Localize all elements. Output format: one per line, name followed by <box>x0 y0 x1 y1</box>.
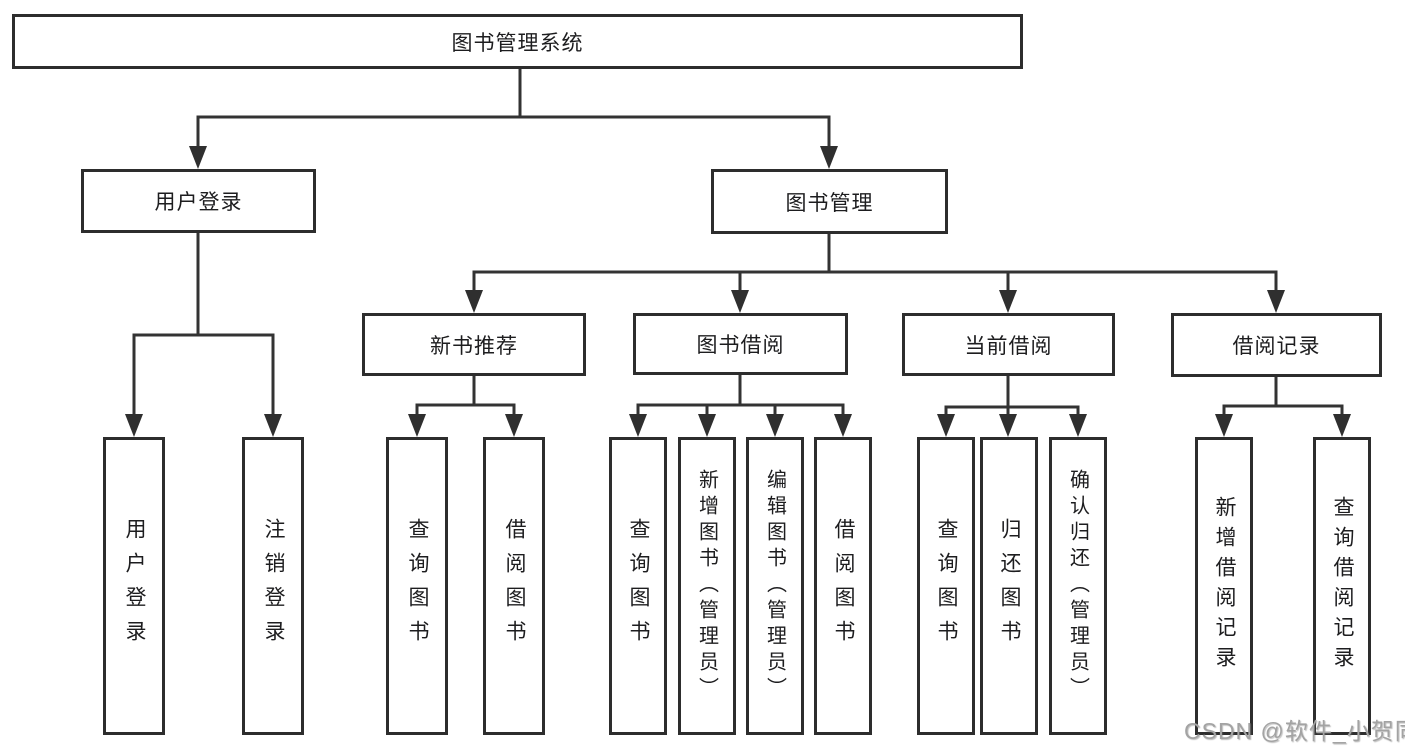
leaf-borrow-book: 借阅图书 <box>814 437 872 735</box>
node-current-borrowing: 当前借阅 <box>902 313 1115 376</box>
node-label: 图书借阅 <box>696 334 785 357</box>
node-new-book-recommend: 新书推荐 <box>362 313 586 376</box>
node-label: 借阅记录 <box>1232 335 1321 358</box>
arrowhead-icons <box>125 146 1351 437</box>
leaf-return-book: 归还图书 <box>980 437 1038 735</box>
node-label: 查询借阅记录 <box>1331 496 1354 676</box>
node-label: 新书推荐 <box>430 334 518 358</box>
node-label: 编辑图书（管理员） <box>763 469 786 703</box>
leaf-query-borrow-record: 查询借阅记录 <box>1313 437 1371 735</box>
leaf-borrow-book-recommend: 借阅图书 <box>483 437 545 735</box>
node-label: 用户登录 <box>154 191 243 214</box>
leaf-add-borrow-record: 新增借阅记录 <box>1195 437 1253 735</box>
node-label: 查询图书 <box>627 518 650 654</box>
node-book-management-module: 图书管理 <box>711 169 948 234</box>
node-user-login-module: 用户登录 <box>81 169 316 233</box>
node-label: 归还图书 <box>998 518 1021 654</box>
leaf-query-book-borrowing: 查询图书 <box>609 437 667 735</box>
leaf-query-book-current: 查询图书 <box>917 437 975 735</box>
node-label: 新增借阅记录 <box>1213 496 1236 676</box>
node-label: 用户登录 <box>123 518 146 654</box>
leaf-user-login: 用户登录 <box>103 437 165 735</box>
node-label: 注销登录 <box>262 518 285 654</box>
node-label: 图书管理 <box>785 191 874 215</box>
leaf-confirm-return-admin: 确认归还（管理员） <box>1049 437 1107 735</box>
node-label: 当前借阅 <box>964 334 1053 358</box>
node-label: 确认归还（管理员） <box>1066 469 1089 703</box>
leaf-query-book-recommend: 查询图书 <box>386 437 448 735</box>
node-label: 借阅图书 <box>832 518 855 654</box>
node-label: 查询图书 <box>406 518 429 654</box>
leaf-edit-book-admin: 编辑图书（管理员） <box>746 437 804 735</box>
node-borrowing-records: 借阅记录 <box>1171 313 1382 377</box>
node-label: 查询图书 <box>935 518 958 654</box>
node-root-system: 图书管理系统 <box>12 14 1023 69</box>
leaf-logout: 注销登录 <box>242 437 304 735</box>
node-label: 图书管理系统 <box>451 31 584 55</box>
csdn-watermark: CSDN @软件_小贺同学 <box>1184 718 1405 744</box>
node-label: 借阅图书 <box>503 518 526 654</box>
leaf-add-book-admin: 新增图书（管理员） <box>678 437 736 735</box>
node-book-borrowing: 图书借阅 <box>633 313 848 375</box>
node-label: 新增图书（管理员） <box>695 469 718 703</box>
